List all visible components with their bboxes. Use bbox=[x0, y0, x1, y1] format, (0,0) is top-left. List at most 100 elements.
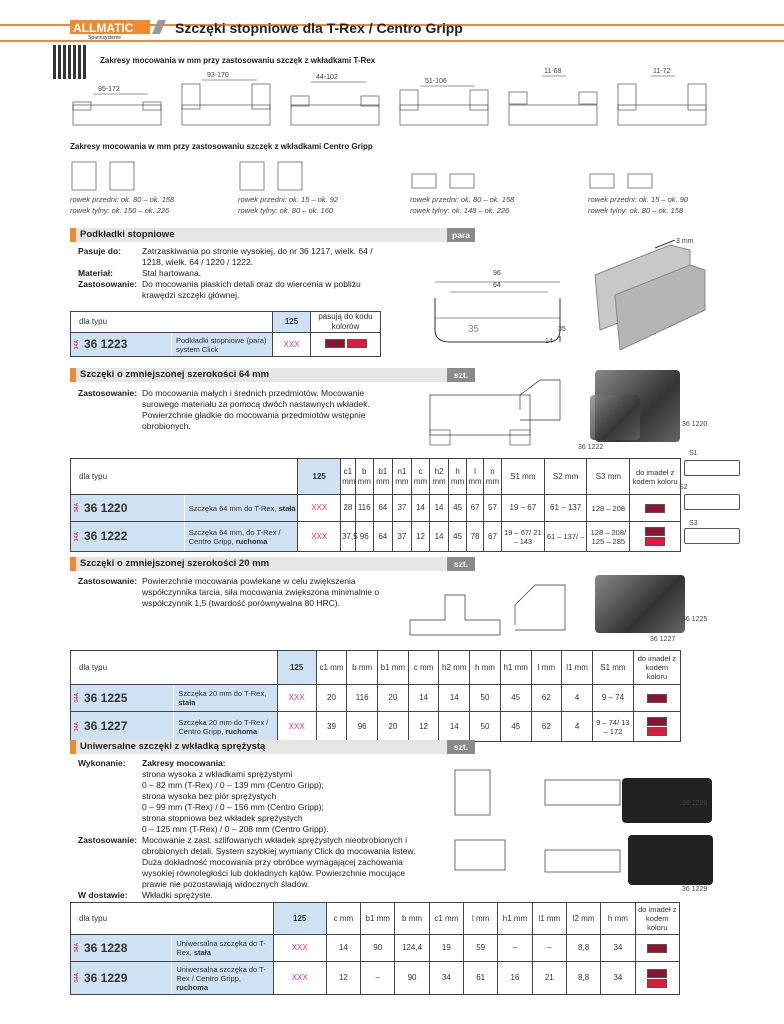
centro-range-caption: rowek tylny: ok. 80 – ok. 158 bbox=[588, 206, 684, 215]
description-text: Szczęka 64 mm, do T-Rex / Centro Gripp, bbox=[188, 527, 281, 546]
centro-range-caption: rowek przedni: ok. 80 – ok. 158 bbox=[410, 195, 515, 204]
product-photo-361222 bbox=[590, 395, 640, 440]
value-cell: 57 bbox=[482, 494, 502, 522]
column-header: S2 mm bbox=[543, 458, 588, 495]
dim-64: 64 bbox=[493, 282, 501, 289]
value-cell: 14 bbox=[428, 521, 450, 552]
value-cell: 14 bbox=[438, 711, 471, 742]
price-cell: XXX bbox=[272, 961, 327, 995]
label-zastosowanie: Zastosowanie: bbox=[78, 835, 138, 845]
value-cell: – bbox=[531, 934, 567, 962]
value-cell: 61 bbox=[463, 961, 499, 995]
description-variant: stała bbox=[178, 698, 196, 707]
column-header: 125 bbox=[297, 458, 342, 495]
column-header: b mm bbox=[354, 458, 374, 495]
label-zastosowanie: Zastosowanie: bbox=[78, 388, 138, 398]
photo-label: 36 1228 bbox=[682, 800, 708, 807]
value-cell: 64 bbox=[372, 521, 393, 552]
value-cell: 45 bbox=[448, 521, 468, 552]
column-header: n mm bbox=[482, 458, 502, 495]
value-cell: 8,8 bbox=[565, 934, 602, 962]
catalog-badge: 34A bbox=[74, 503, 80, 513]
value-cell: 90 bbox=[394, 961, 430, 995]
description-text: Uniwersalna szczęka do T-Rex / Centro Gr… bbox=[176, 964, 266, 983]
value-cell: 16 bbox=[497, 961, 533, 995]
step-pads-drawing: 96 64 35 35 14 3 mm bbox=[430, 238, 710, 355]
product-number: 36 1228 bbox=[84, 940, 128, 955]
dim-96: 96 bbox=[493, 270, 501, 277]
value-cell: 12 bbox=[410, 521, 430, 552]
label-pasuje: Pasuje do: bbox=[78, 246, 121, 256]
description-variant: ruchoma bbox=[176, 982, 208, 992]
centro-ranges-heading: Zakresy mocowania w mm przy zastosowaniu… bbox=[70, 142, 373, 151]
column-header: h2 mm bbox=[428, 458, 450, 495]
product-description: Podkładki stopniowe (para) system Click bbox=[171, 332, 273, 357]
value-cell: 62 bbox=[530, 684, 563, 712]
color-swatch bbox=[346, 338, 367, 348]
value-cell: 12 bbox=[407, 711, 440, 742]
column-header: dla typu bbox=[69, 458, 299, 495]
header-rule-top bbox=[0, 24, 784, 26]
value-cell: 116 bbox=[354, 494, 374, 522]
value-cell: 9 – 74 bbox=[591, 684, 634, 712]
column-header: b1 mm bbox=[360, 902, 396, 935]
column-header: l1 mm bbox=[561, 650, 593, 685]
description-variant: ruchoma bbox=[225, 726, 258, 736]
photo-label: 36 1229 bbox=[682, 886, 708, 893]
wykonanie-line: 0 – 82 mm (T-Rex) / 0 – 139 mm (Centro G… bbox=[142, 780, 324, 790]
range-drawing: 51-106 bbox=[395, 70, 495, 130]
value-cell: 20 bbox=[315, 684, 348, 712]
s2-label: S2 bbox=[679, 484, 688, 491]
color-code-cell bbox=[310, 332, 381, 357]
value-cell: 45 bbox=[448, 494, 468, 522]
value-cell: 12 bbox=[325, 961, 362, 995]
value-cell: 45 bbox=[499, 711, 532, 742]
column-header: l2 mm bbox=[565, 902, 602, 935]
qr-code[interactable] bbox=[53, 45, 87, 79]
column-header: c mm bbox=[407, 650, 440, 685]
label-material: Materiał: bbox=[78, 268, 113, 278]
label-zastosowanie: Zastosowanie: bbox=[78, 576, 138, 586]
column-header: do imadeł z kodem koloru bbox=[632, 650, 682, 685]
jaw-64-drawing bbox=[425, 370, 575, 450]
catalog-badge: 34A bbox=[74, 339, 80, 350]
description-text: Szczęka 20 mm do T-Rex / Centro Gripp, bbox=[178, 717, 269, 736]
value-cell: 20 bbox=[377, 711, 409, 742]
price: XXX bbox=[311, 531, 328, 541]
text-material: Stal hartowana. bbox=[142, 268, 202, 278]
column-header: l1 mm bbox=[531, 902, 567, 935]
column-header: dla typu bbox=[70, 650, 278, 685]
range-label: 93-170 bbox=[207, 72, 229, 79]
product-number-cell[interactable]: 34A 36 1220 bbox=[70, 494, 185, 522]
description-variant: ruchoma bbox=[235, 536, 268, 546]
description-text: Szczęka 64 mm do T-Rex, bbox=[188, 503, 279, 513]
description-text: Uniwersalna szczęka do T-Rex, bbox=[176, 939, 266, 957]
price: XXX bbox=[288, 693, 305, 702]
value-cell: 37,5 bbox=[340, 521, 358, 552]
label-w-dostawie: W dostawie: bbox=[78, 890, 128, 900]
s3-description: Zastosowanie:Powierzchnie mocowania powl… bbox=[78, 576, 398, 609]
range-drawing: 44-102 bbox=[286, 70, 386, 130]
wykonanie-line: 0 – 125 mm (T-Rex) / 0 – 208 mm (Centro … bbox=[142, 824, 329, 834]
wykonanie-line: strona wysoka bez piór sprężystych bbox=[142, 791, 277, 801]
price: XXX bbox=[291, 973, 308, 982]
product-number: 36 1222 bbox=[84, 529, 128, 544]
value-cell: – bbox=[360, 961, 396, 995]
product-number: 36 1220 bbox=[84, 500, 128, 515]
color-code-cell bbox=[634, 961, 681, 995]
